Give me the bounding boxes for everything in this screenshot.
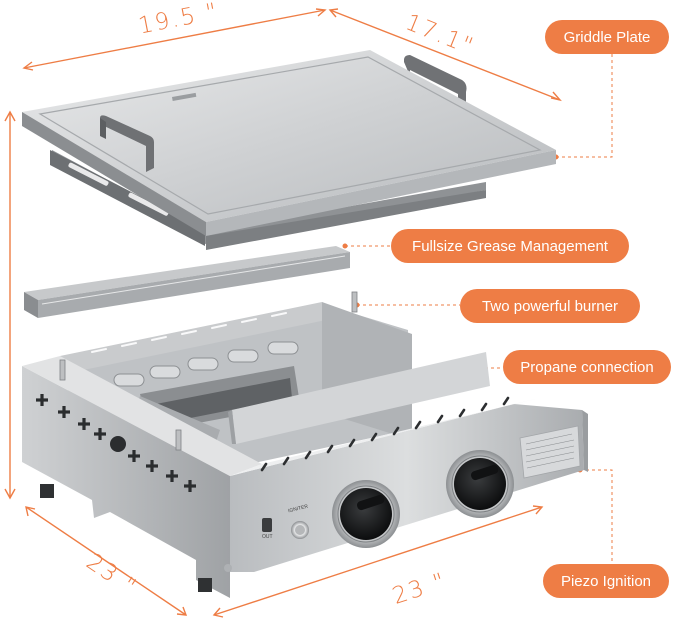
callout-piezo-ignition: Piezo Ignition	[543, 564, 669, 598]
propane-port	[110, 436, 126, 452]
side-vent-crosses	[36, 394, 196, 492]
grill-base	[22, 291, 588, 598]
instruction-label	[519, 425, 581, 479]
foot	[40, 484, 54, 498]
out-label: OUT	[262, 534, 273, 540]
callout-grease-management: Fullsize Grease Management	[391, 229, 629, 263]
dimension-lines-top	[4, 8, 562, 618]
burner-knob-right	[446, 450, 514, 518]
back-wall-slots	[91, 312, 287, 353]
front-vent-slots	[260, 396, 510, 472]
grease-tray	[24, 246, 350, 318]
burner-knob-left	[332, 480, 400, 548]
ignition-switch	[262, 518, 272, 532]
foot	[198, 578, 212, 592]
callout-griddle-plate: Griddle Plate	[545, 20, 669, 54]
callout-propane-connection: Propane connection	[503, 350, 671, 384]
grease-point	[342, 243, 348, 249]
callout-burner: Two powerful burner	[460, 289, 640, 323]
griddle-plate	[22, 50, 556, 250]
callout-leaders	[345, 52, 613, 562]
